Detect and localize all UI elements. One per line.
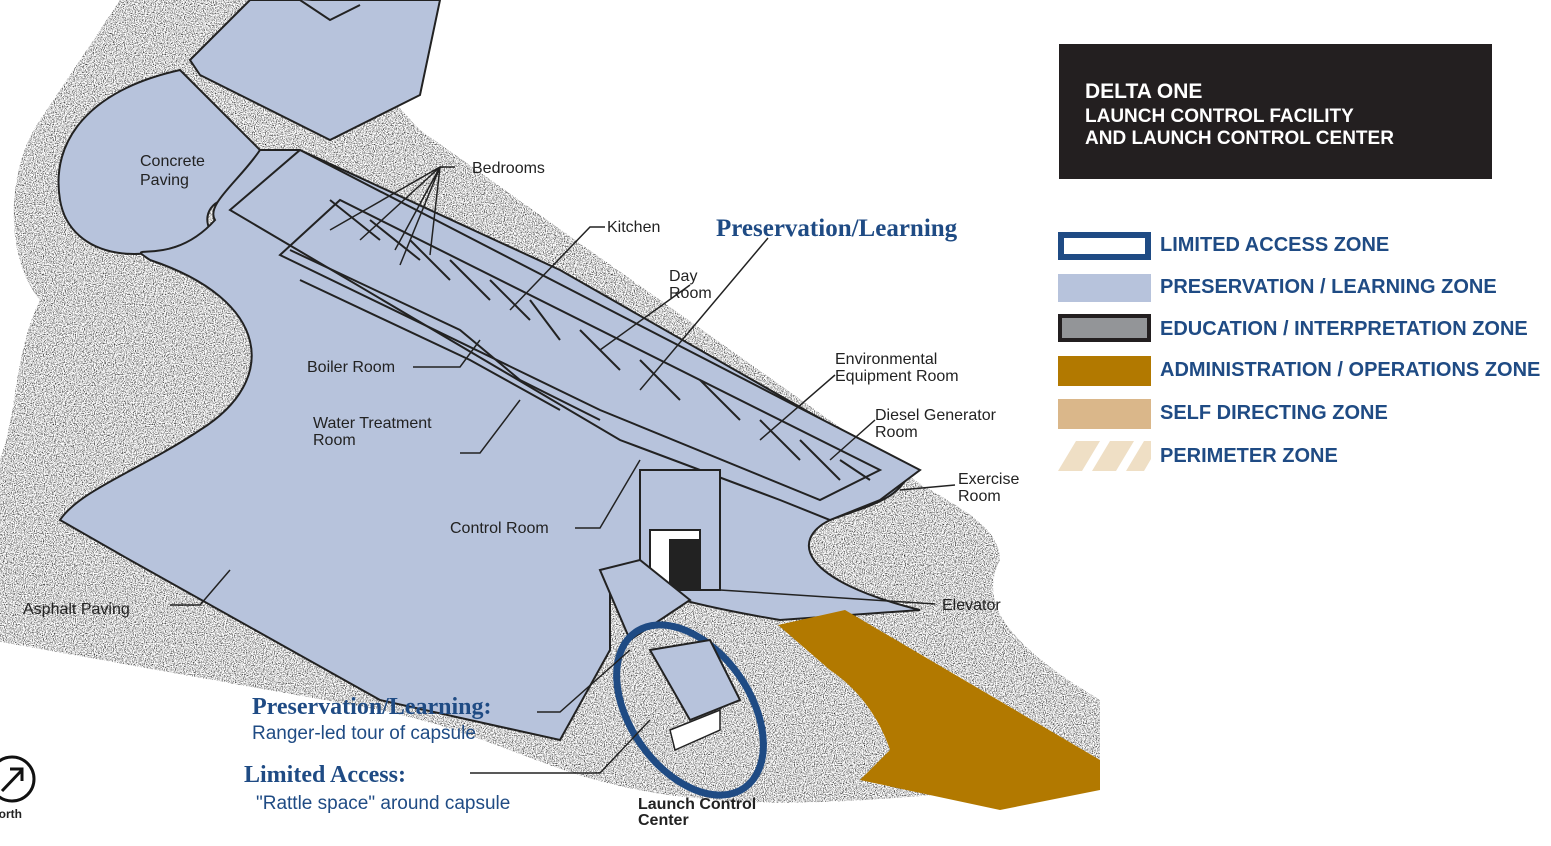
label-control-room: Control Room (450, 520, 549, 537)
label-asphalt: Asphalt Paving (23, 601, 130, 618)
legend-label-administration: ADMINISTRATION / OPERATIONS ZONE (1160, 359, 1541, 381)
legend-swatch-preservation (1058, 274, 1151, 302)
launch-control-capsule (613, 621, 767, 799)
callout-preservation-top: Preservation/Learning (716, 215, 958, 242)
legend-swatch-perimeter (1058, 441, 1151, 471)
legend-label-preservation: PRESERVATION / LEARNING ZONE (1160, 276, 1497, 298)
label-day-room: Day Room (669, 268, 712, 302)
legend-label-perimeter: PERIMETER ZONE (1160, 445, 1338, 467)
legend-swatch-education (1058, 314, 1151, 342)
title-box: DELTA ONE LAUNCH CONTROL FACILITY AND LA… (1059, 44, 1492, 179)
administration-zone-area (778, 610, 1100, 810)
legend-label-self-directing: SELF DIRECTING ZONE (1160, 402, 1388, 424)
label-lcc: Launch Control Center (638, 796, 757, 829)
north-arrow-icon (0, 755, 36, 803)
label-elevator: Elevator (942, 597, 1001, 614)
callout-preservation-head: Preservation/Learning: (252, 694, 492, 720)
label-north: North (0, 807, 22, 821)
callout-limited-sub: "Rattle space" around capsule (256, 793, 511, 814)
callout-preservation-sub: Ranger-led tour of capsule (252, 723, 476, 744)
label-environmental: Environmental Equipment Room (835, 351, 959, 385)
legend-swatch-administration (1058, 356, 1151, 386)
label-exercise: Exercise Room (958, 471, 1020, 505)
label-bedrooms: Bedrooms (472, 160, 545, 177)
label-boiler-room: Boiler Room (307, 359, 396, 376)
label-diesel: Diesel Generator Room (875, 407, 996, 441)
label-kitchen: Kitchen (607, 219, 661, 236)
title-line-1: DELTA ONE (1085, 80, 1203, 103)
legend-swatch-self-directing (1058, 399, 1151, 429)
legend-label-education: EDUCATION / INTERPRETATION ZONE (1160, 318, 1528, 340)
legend-swatch-limited (1058, 232, 1151, 260)
callout-limited-head: Limited Access: (244, 762, 406, 788)
label-water-treatment: Water Treatment Room (313, 415, 432, 449)
label-concrete-paving: Concrete Paving (140, 153, 205, 189)
elevator-shaft (598, 469, 721, 642)
support-building (188, 0, 922, 522)
title-line-2: LAUNCH CONTROL FACILITY (1085, 106, 1354, 127)
concrete-paving-area (57, 68, 262, 255)
asphalt-paving-area (58, 149, 921, 742)
legend-label-limited: LIMITED ACCESS ZONE (1160, 234, 1390, 256)
leader-lines (170, 166, 956, 774)
title-line-3: AND LAUNCH CONTROL CENTER (1085, 128, 1394, 149)
